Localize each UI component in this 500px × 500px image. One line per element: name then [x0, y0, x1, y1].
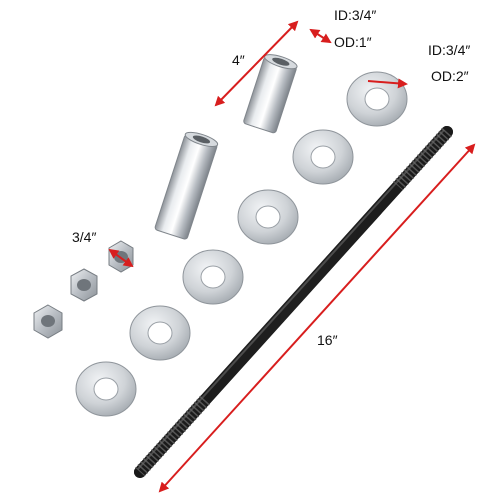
rod-length-arrow [158, 143, 476, 493]
washer-6 [75, 361, 137, 417]
washer-od-arrow [367, 78, 408, 89]
hex-nut-1 [108, 240, 134, 273]
washer-2 [292, 129, 354, 185]
tube-od-arrow [309, 28, 332, 44]
washer-5 [129, 305, 191, 361]
washer-id-label: ID:3/4″ [428, 42, 471, 58]
spacer-tube-upper [243, 54, 298, 134]
tube-length-label: 4″ [232, 52, 245, 68]
washer-od-label: OD:2″ [431, 68, 469, 84]
hex-nut-2 [70, 268, 98, 302]
tube-length-arrow [214, 20, 299, 107]
washer-4 [182, 249, 244, 305]
hex-nut-3 [33, 304, 63, 339]
rod-length-label: 16″ [317, 332, 338, 348]
nut-size-arrow [108, 248, 134, 268]
tube-od-label: OD:1″ [334, 34, 372, 50]
washer-3 [237, 189, 299, 245]
spacer-tube-lower [154, 131, 219, 240]
washer-1 [346, 71, 408, 127]
tube-id-label: ID:3/4″ [334, 7, 377, 23]
nut-size-label: 3/4″ [72, 229, 97, 245]
